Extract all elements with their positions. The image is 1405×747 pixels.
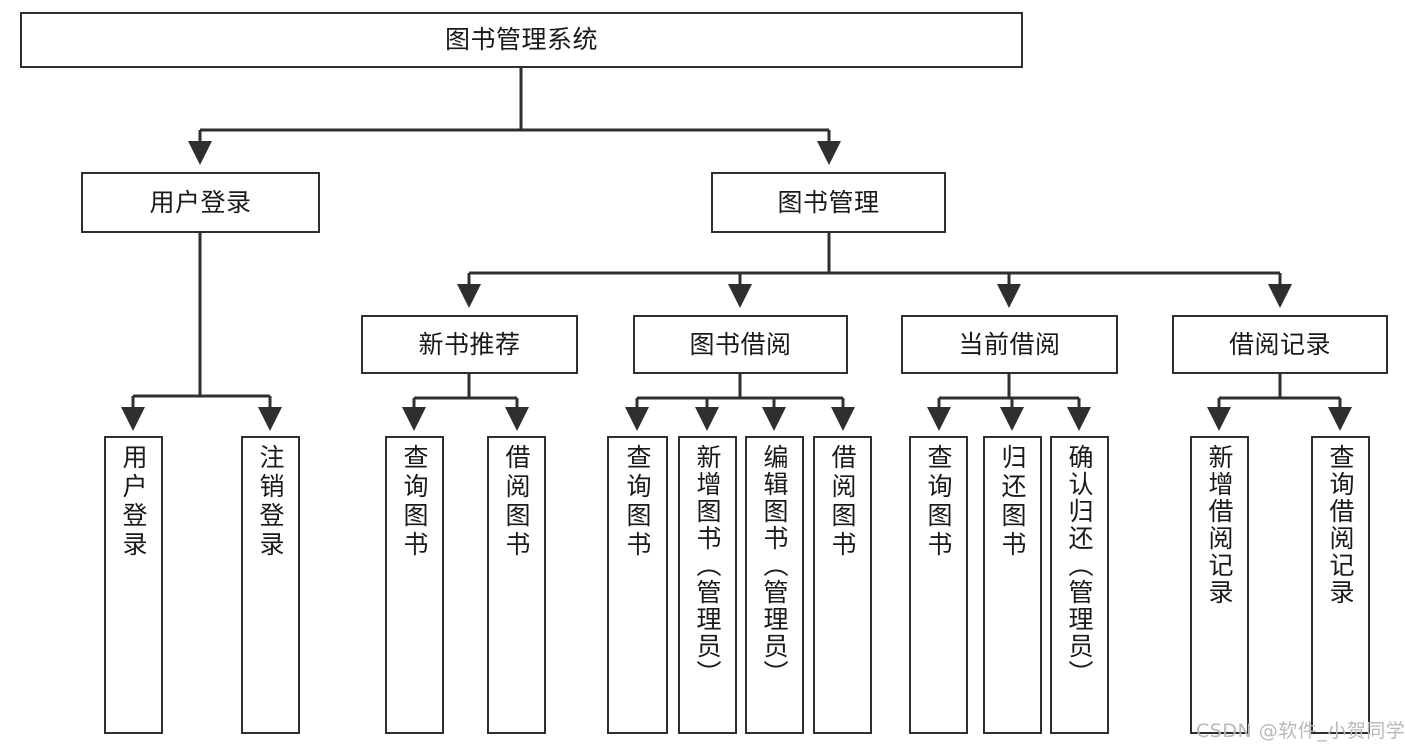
node-borrow-record[interactable]: 借阅记录 [1172, 315, 1388, 374]
leaf-borrow-add-book-admin[interactable]: 新增图书（管理员） [678, 436, 737, 734]
leaf-record-add-record-label: 新增借阅记录 [1205, 444, 1234, 606]
node-root-label: 图书管理系统 [444, 25, 598, 54]
node-user-login[interactable]: 用户登录 [81, 172, 320, 233]
leaf-user-login[interactable]: 用户登录 [104, 436, 163, 734]
node-current-borrow[interactable]: 当前借阅 [901, 315, 1118, 374]
leaf-newbook-query-book[interactable]: 查询图书 [385, 436, 444, 734]
leaf-current-return-book[interactable]: 归还图书 [983, 436, 1042, 734]
leaf-record-query-record-label: 查询借阅记录 [1326, 444, 1355, 606]
node-new-book-recommend[interactable]: 新书推荐 [361, 315, 578, 374]
leaf-borrow-add-book-admin-label: 新增图书（管理员） [693, 444, 722, 687]
leaf-current-confirm-return-admin[interactable]: 确认归还（管理员） [1050, 436, 1109, 734]
leaf-borrow-edit-book-admin[interactable]: 编辑图书（管理员） [745, 436, 804, 734]
leaf-newbook-borrow-book[interactable]: 借阅图书 [487, 436, 546, 734]
leaf-borrow-lend-book-label: 借阅图书 [828, 444, 857, 560]
leaf-newbook-borrow-book-label: 借阅图书 [502, 444, 531, 560]
leaf-record-add-record[interactable]: 新增借阅记录 [1190, 436, 1249, 734]
leaf-borrow-query-book-label: 查询图书 [623, 444, 652, 560]
node-book-borrow-label: 图书借阅 [689, 329, 792, 359]
leaf-current-query-book[interactable]: 查询图书 [909, 436, 968, 734]
node-borrow-record-label: 借阅记录 [1228, 329, 1331, 359]
leaf-borrow-edit-book-admin-label: 编辑图书（管理员） [760, 444, 789, 687]
node-root[interactable]: 图书管理系统 [20, 12, 1023, 68]
leaf-current-confirm-return-admin-label: 确认归还（管理员） [1065, 444, 1094, 687]
leaf-user-logout-label: 注销登录 [256, 444, 285, 560]
leaf-current-query-book-label: 查询图书 [924, 444, 953, 560]
node-book-management[interactable]: 图书管理 [711, 172, 946, 233]
leaf-current-return-book-label: 归还图书 [998, 444, 1027, 560]
leaf-user-login-label: 用户登录 [119, 444, 148, 560]
leaf-newbook-query-book-label: 查询图书 [400, 444, 429, 560]
node-book-management-label: 图书管理 [777, 187, 880, 217]
node-current-borrow-label: 当前借阅 [958, 329, 1061, 359]
node-book-borrow[interactable]: 图书借阅 [633, 315, 848, 374]
node-new-book-recommend-label: 新书推荐 [418, 329, 521, 359]
leaf-record-query-record[interactable]: 查询借阅记录 [1311, 436, 1370, 734]
leaf-borrow-lend-book[interactable]: 借阅图书 [813, 436, 872, 734]
node-user-login-label: 用户登录 [149, 187, 252, 217]
leaf-borrow-query-book[interactable]: 查询图书 [607, 436, 668, 734]
leaf-user-logout[interactable]: 注销登录 [241, 436, 300, 734]
